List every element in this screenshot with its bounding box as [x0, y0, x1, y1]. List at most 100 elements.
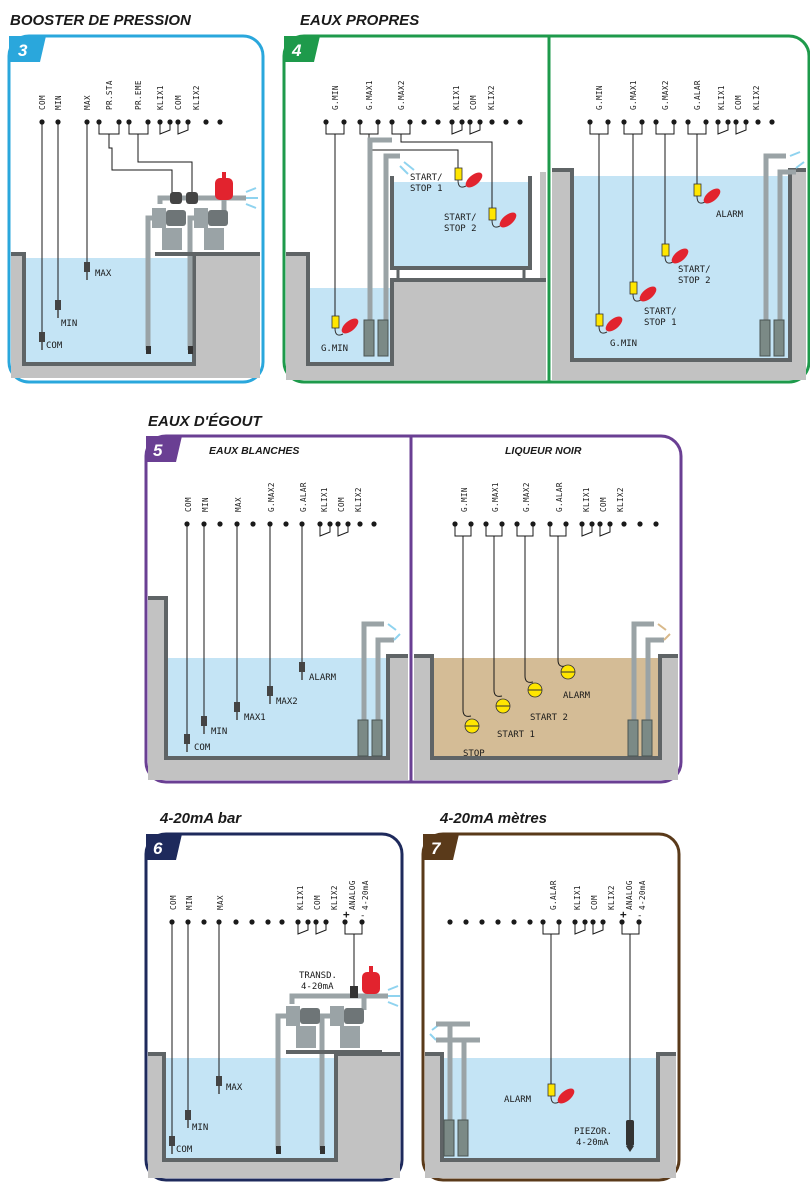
terminal-label: KLIX2: [752, 85, 761, 110]
terminal-label: G.ALAR: [555, 482, 564, 512]
label-start-stop-2r-a: START/: [678, 265, 711, 275]
label-start-stop-1-b: STOP 1: [410, 184, 443, 194]
terminal-dot: [527, 919, 533, 925]
label-max1: MAX1: [244, 713, 266, 723]
float-switch-icon: [661, 243, 689, 264]
terminal-label: ANALOG: [625, 880, 634, 910]
submersible-pump-icon: [320, 1146, 325, 1154]
terminal-label: PR.EME: [134, 80, 143, 110]
submersible-pump-icon: [276, 1146, 281, 1154]
electrode-probe-icon: [39, 332, 45, 350]
expansion-tank-icon: [215, 172, 233, 200]
float-switch-icon: [454, 167, 483, 188]
float-switch-icon: [595, 313, 623, 334]
terminal-label: KLIX2: [487, 85, 496, 110]
submersible-pump-icon: [641, 719, 653, 757]
submersible-pump-icon: [371, 719, 383, 757]
label-alarm: ALARM: [716, 210, 744, 220]
terminal-dot: [755, 119, 761, 125]
terminal-label: COM: [38, 95, 47, 110]
terminal-dot: [265, 919, 271, 925]
terminal-label: G.MAX2: [661, 80, 670, 110]
label-start1: START 1: [497, 730, 535, 740]
terminal-label: MAX: [83, 95, 92, 110]
surface-pump-icon: [194, 208, 228, 250]
terminal-label: COM: [734, 95, 743, 110]
analog-minus-7: -: [637, 911, 642, 921]
title-4-20ma-metres: 4-20mA mètres: [439, 810, 547, 827]
panel-number-5: 5: [153, 441, 163, 460]
terminal-dot: [250, 521, 256, 527]
surface-pump-icon: [286, 1006, 320, 1048]
label-transd-a: TRANSD.: [299, 971, 337, 981]
pear-float-icon: [527, 682, 543, 698]
terminal-label: KLIX2: [607, 885, 616, 910]
terminal-label: KLIX1: [717, 85, 726, 110]
electrode-probe-icon: [55, 300, 61, 318]
label-start-stop-1r-a: START/: [644, 307, 677, 317]
pear-float-icon: [495, 698, 511, 714]
submersible-pump-icon: [627, 719, 639, 757]
pressure-transducer-icon: [350, 986, 358, 998]
pear-float-icon: [560, 664, 576, 680]
terminal-label: G.MIN: [331, 85, 340, 110]
terminal-label: KLIX1: [156, 85, 165, 110]
pressure-switch-icon: [170, 192, 198, 204]
terminal-label: KLIX2: [330, 885, 339, 910]
terminal-label: KLIX2: [354, 487, 363, 512]
terminal-label: COM: [469, 95, 478, 110]
terminal-label: G.MIN: [460, 487, 469, 512]
label-start-stop-2r-b: STOP 2: [678, 276, 711, 286]
electrode-probe-icon: [185, 1110, 191, 1128]
terminal-label: G.MAX2: [267, 482, 276, 512]
analog-plus-7: +: [620, 908, 627, 921]
terminal-label: KLIX1: [320, 487, 329, 512]
label-start-stop-1-a: START/: [410, 173, 443, 183]
terminal-dot: [203, 119, 209, 125]
submersible-pump-icon: [443, 1119, 455, 1157]
subtitle-eaux-blanches: EAUX BLANCHES: [209, 445, 299, 457]
submersible-pump-icon: [357, 719, 369, 757]
terminal-label: KLIX1: [582, 487, 591, 512]
label-com-6: COM: [176, 1145, 193, 1155]
terminal-dot: [489, 119, 495, 125]
panel-number-7: 7: [431, 839, 442, 858]
title-eaux-propres: EAUX PROPRES: [300, 12, 419, 29]
spray-outlet-icon: [245, 187, 258, 209]
spray-outlet-icon: [387, 623, 401, 641]
terminal-label: COM: [590, 895, 599, 910]
title-booster: BOOSTER DE PRESSION: [10, 12, 192, 29]
label-alarm-5r: ALARM: [563, 691, 591, 701]
terminal-label: PR.STA: [105, 80, 114, 110]
terminal-dot: [435, 119, 441, 125]
terminal-dot: [217, 119, 223, 125]
label-gmin-right: G.MIN: [610, 339, 637, 349]
terminal-dot: [511, 919, 517, 925]
label-start-stop-2-b: STOP 2: [444, 224, 477, 234]
electrode-probe-icon: [234, 702, 240, 720]
terminal-label: KLIX1: [296, 885, 305, 910]
terminal-dot: [637, 521, 643, 527]
terminal-label: G.MAX1: [629, 80, 638, 110]
terminal-dot: [621, 521, 627, 527]
terminal-label: COM: [174, 95, 183, 110]
analog-plus-6: +: [343, 908, 350, 921]
label-piezor-a: PIEZOR.: [574, 1127, 612, 1137]
terminal-label: G.MAX1: [491, 482, 500, 512]
label-max-6: MAX: [226, 1083, 243, 1093]
terminal-label: MIN: [54, 95, 63, 110]
terminal-dot: [371, 521, 377, 527]
terminal-label: MIN: [185, 895, 194, 910]
label-max2: MAX2: [276, 697, 298, 707]
electrode-probe-icon: [299, 662, 305, 680]
electrode-probe-icon: [201, 716, 207, 734]
terminal-label: G.MAX1: [365, 80, 374, 110]
float-switch-icon: [693, 183, 721, 204]
